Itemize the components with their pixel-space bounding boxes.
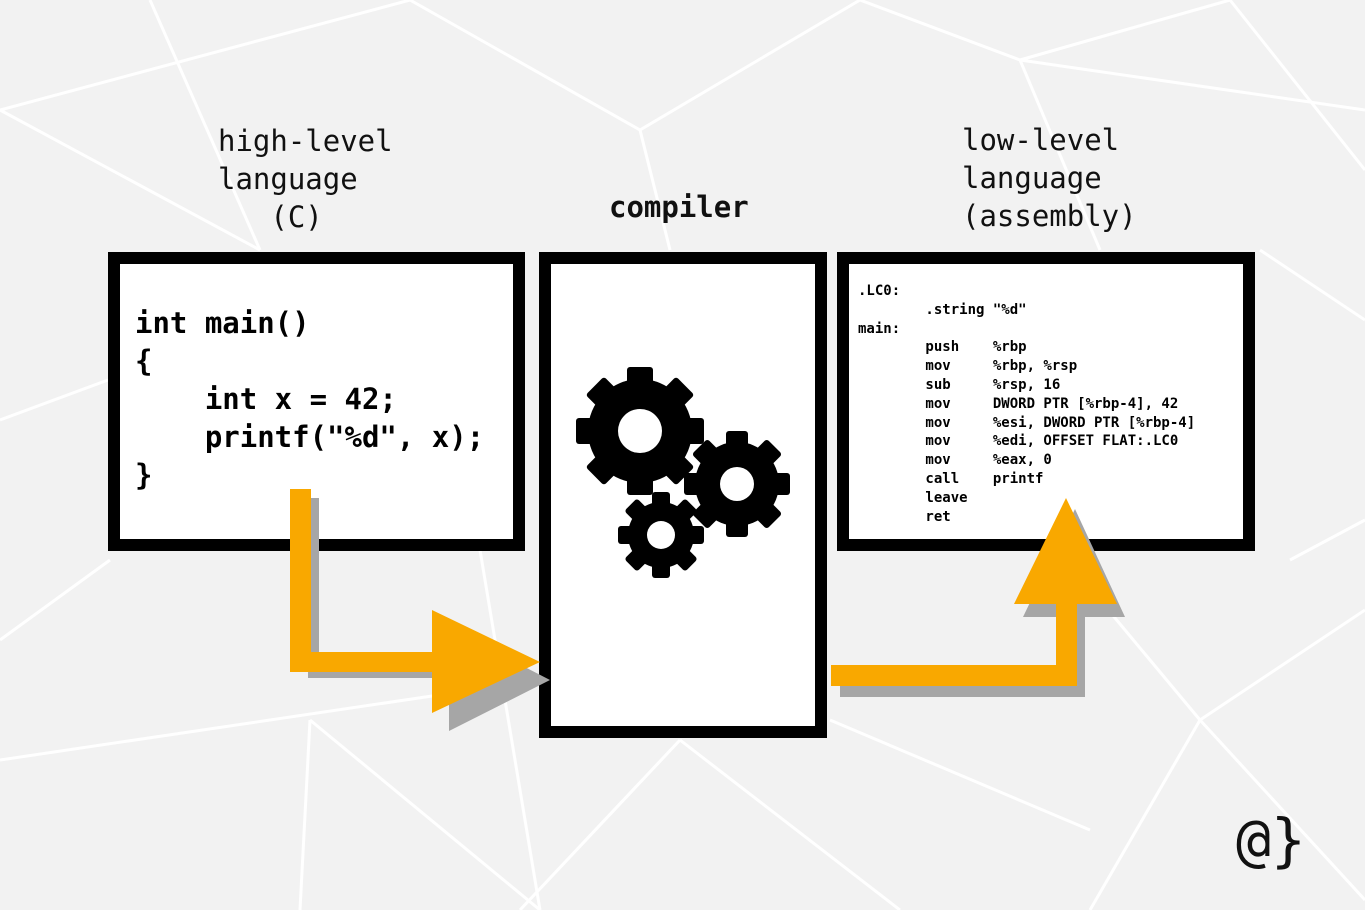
compiler-label: compiler <box>609 190 749 224</box>
c-code-line: int main() <box>135 306 310 340</box>
c-code-line: printf("%d", x); <box>135 420 485 454</box>
asm-code-line: mov %rbp, %rsp <box>858 358 1078 375</box>
c-code-line: int x = 42; <box>135 382 397 416</box>
asm-code-line: mov %edi, OFFSET FLAT:.LC0 <box>858 433 1179 450</box>
asm-code-line: leave <box>858 489 968 506</box>
asm-code-line: mov %esi, DWORD PTR [%rbp-4] <box>858 414 1196 431</box>
assembly-code-box <box>837 252 1255 551</box>
c-code-line: { <box>135 344 153 378</box>
logo: @} <box>1236 806 1306 874</box>
gears-icon <box>576 367 790 578</box>
c-code-line: } <box>135 458 153 492</box>
arrow-right-icon <box>290 489 550 731</box>
asm-code-line: push %rbp <box>858 339 1027 356</box>
assembly-code-block: .LC0: .string "%d" main: push %rbp mov %… <box>858 282 1195 526</box>
arrow-up-icon <box>831 498 1125 697</box>
asm-code-line: ret <box>858 508 951 525</box>
low-level-language-label: low-level language (assembly) <box>962 123 1137 233</box>
asm-code-line: mov %eax, 0 <box>858 452 1052 469</box>
asm-code-line: sub %rsp, 16 <box>858 376 1061 393</box>
asm-code-line: mov DWORD PTR [%rbp-4], 42 <box>858 395 1179 412</box>
asm-code-line: main: <box>858 320 901 337</box>
high-level-language-label: high-level language (C) <box>218 124 393 234</box>
asm-code-line: .string "%d" <box>858 301 1027 318</box>
asm-code-line: .LC0: <box>858 283 901 299</box>
asm-code-line: call printf <box>858 470 1044 487</box>
c-code-block: int main() { int x = 42; printf("%d", x)… <box>135 304 484 494</box>
